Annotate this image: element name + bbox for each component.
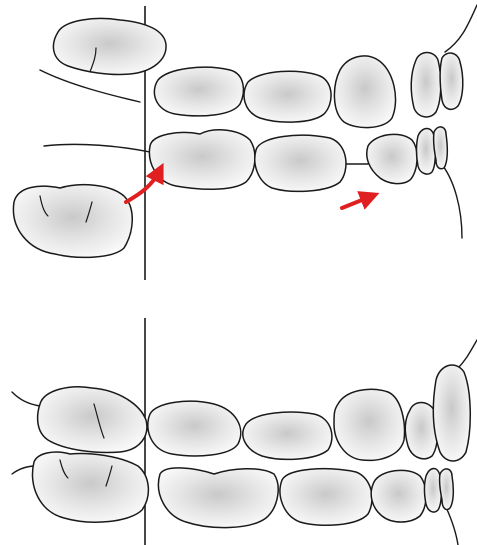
lower-tooth-2 [255,135,346,191]
upper-left-gum-line [12,392,40,406]
lower-incisor-1 [425,469,442,513]
lower-incisor-2 [434,127,448,169]
upper-tooth-2 [243,412,332,459]
movement-arrow-icon [126,170,160,202]
lower-right-gum-line [445,505,458,545]
lower-gum-line [44,144,150,152]
upper-incisor-2 [440,53,463,109]
lower-molar-left [13,185,132,258]
lower-incisor-1 [417,129,436,175]
upper-incisor-2 [433,365,470,461]
upper-canine [334,389,404,460]
lower-incisor-2 [440,469,454,510]
lower-tooth-2 [280,469,372,526]
upper-incisor-1 [411,53,441,117]
panel-after [12,318,477,545]
lower-right-gum-line [440,162,462,238]
lower-premolar [367,134,417,183]
lower-tooth-1 [149,130,255,190]
lower-tooth-1 [158,468,278,528]
movement-arrow-icon [342,196,372,208]
lower-premolar [371,470,426,522]
upper-tooth-1 [148,401,241,456]
upper-right-gum-line [445,5,477,52]
lower-molar [32,452,148,522]
panel-before [13,5,477,280]
upper-tooth-2 [244,71,331,122]
upper-molar [38,387,147,453]
upper-canine [334,56,395,128]
upper-tooth-1 [154,67,243,116]
upper-right-gum-line [458,340,477,368]
upper-molar-left [53,19,166,75]
